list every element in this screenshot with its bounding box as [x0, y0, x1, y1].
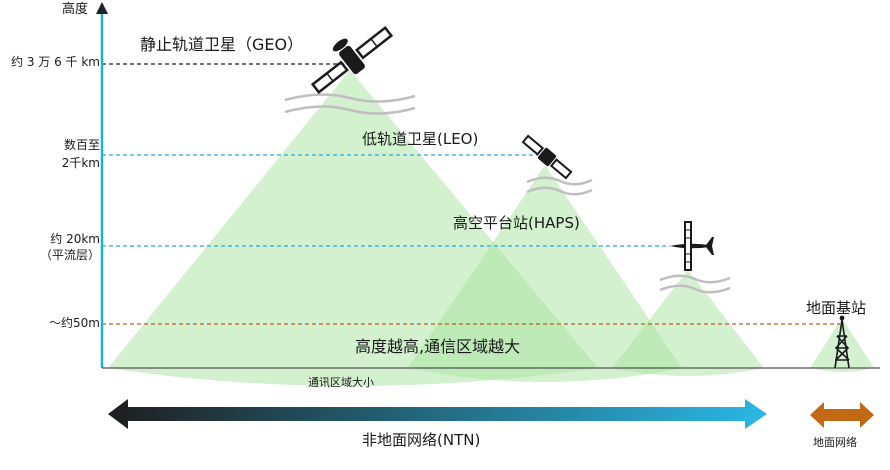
coverage-size-label: 通讯区域大小	[308, 376, 374, 389]
haps-label: 高空平台站(HAPS)	[453, 214, 580, 232]
altitude-axis-arrowhead	[96, 2, 108, 14]
haps-altitude-label-line2: （平流层）	[39, 248, 100, 262]
leo-coverage-cone	[408, 165, 682, 382]
geo-altitude-label: 约 3 万 6 千 km	[11, 55, 100, 69]
ground-altitude-label: ～约50m	[49, 316, 100, 330]
haps-coverage-cone	[612, 270, 764, 376]
geo-satellite-label: 静止轨道卫星（GEO）	[140, 35, 304, 54]
geo-atmosphere-lines	[284, 93, 416, 115]
altitude-axis-title: 高度	[62, 2, 89, 17]
haps-aircraft-icon	[670, 221, 714, 271]
altitude-coverage-caption: 高度越高,通信区域越大	[355, 337, 521, 356]
leo-satellite-label: 低轨道卫星(LEO)	[362, 130, 479, 148]
haps-atmosphere-lines	[659, 274, 731, 294]
base-station-coverage-cone	[810, 318, 874, 372]
base-station-label: 地面基站	[806, 299, 867, 317]
geo-satellite-icon	[310, 25, 394, 95]
tn-range-arrow	[810, 402, 874, 428]
leo-satellite-icon	[521, 134, 573, 180]
ntn-label: 非地面网络(NTN)	[362, 431, 481, 449]
tn-label: 地面网络	[813, 436, 857, 449]
leo-atmosphere-lines	[526, 176, 593, 196]
cell-tower-icon	[834, 315, 850, 369]
leo-altitude-label-line1: 数百至	[63, 138, 100, 152]
leo-altitude-label-line2: 2千km	[61, 156, 100, 170]
haps-altitude-label-line1: 约 20km	[50, 232, 100, 246]
ntn-range-arrow	[108, 399, 767, 429]
